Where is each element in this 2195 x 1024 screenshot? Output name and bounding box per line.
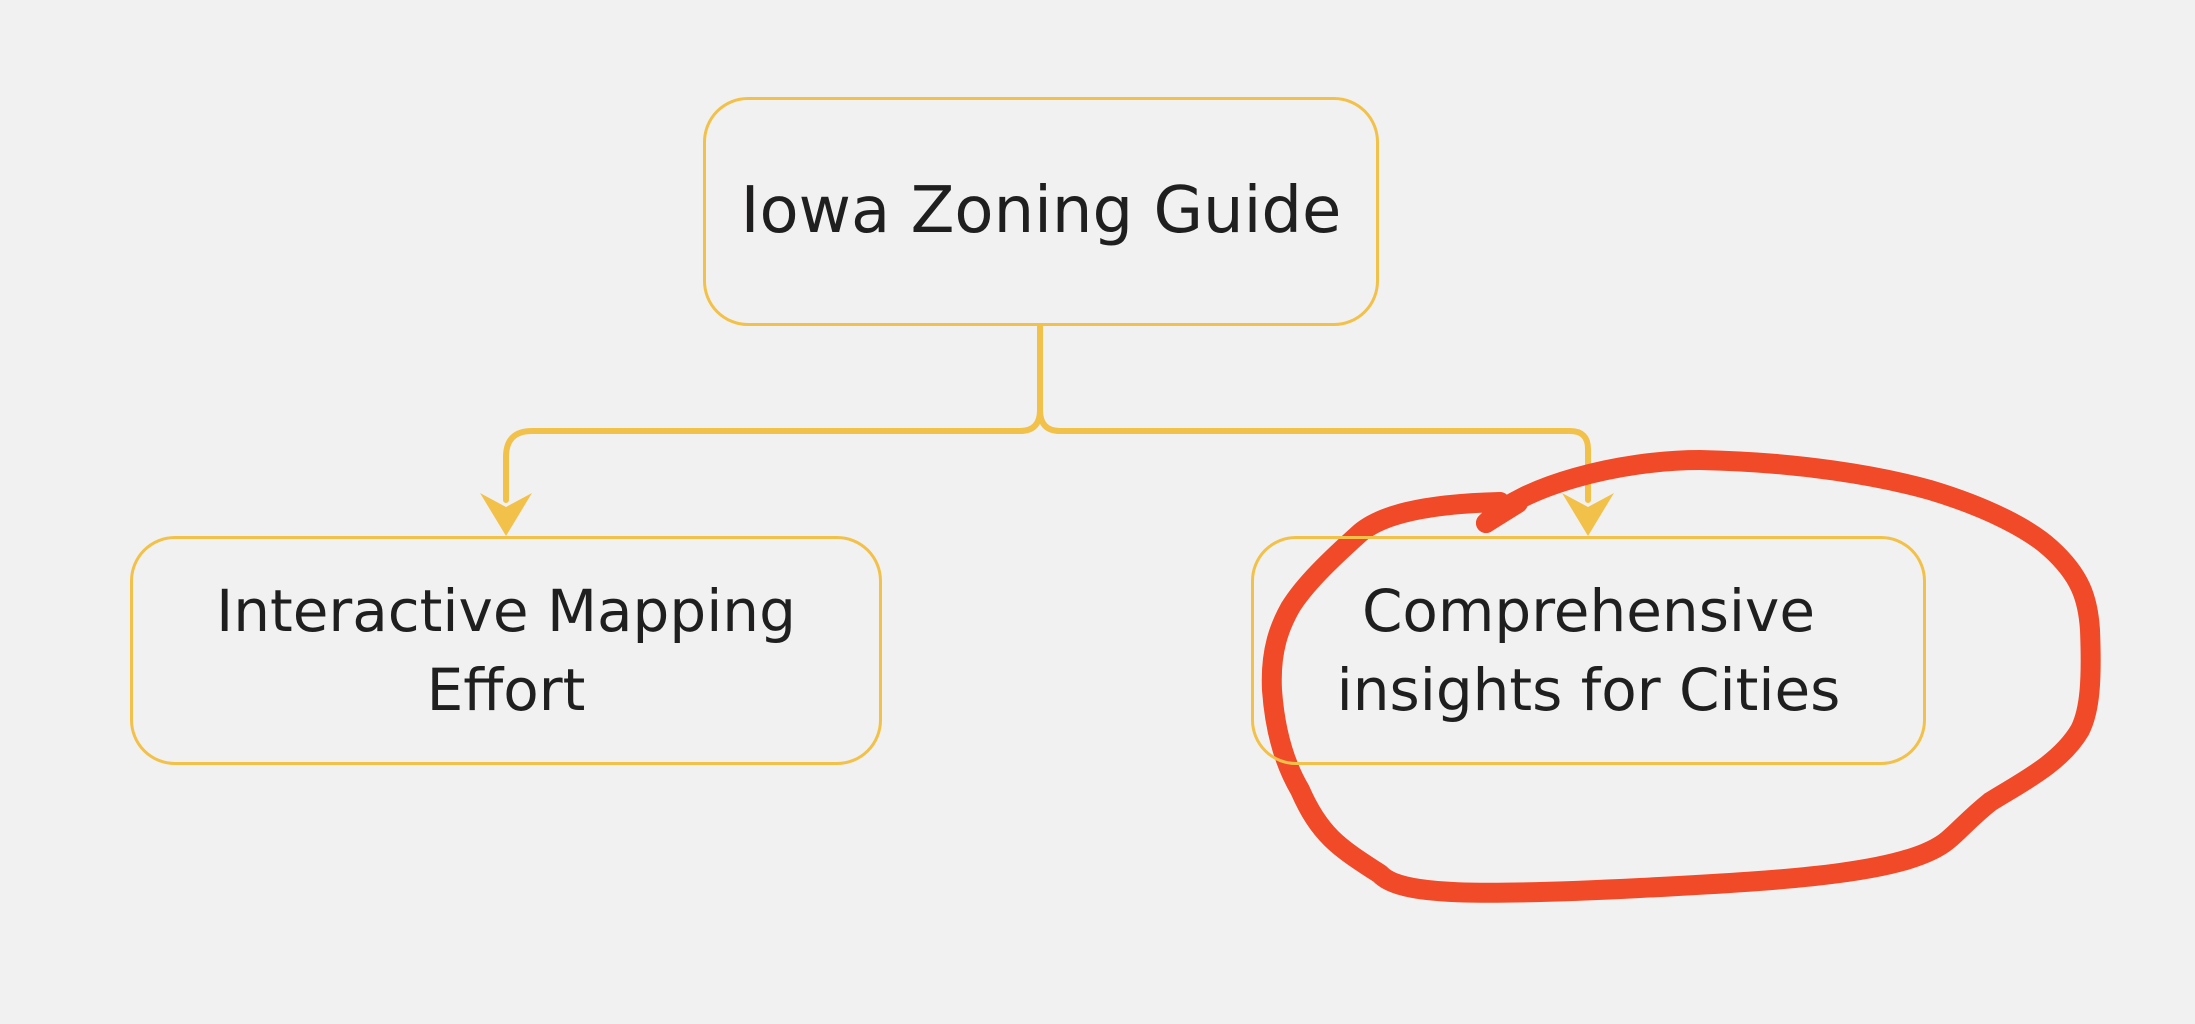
node-comprehensive-insights[interactable]: Comprehensive insights for Cities [1251,536,1926,765]
arrowhead-right [1562,493,1614,536]
node-right-label: Comprehensive insights for Cities [1336,577,1841,724]
connector-root-stem [503,323,1043,503]
connectors [503,323,1591,503]
arrowheads [480,493,1614,536]
connector-root-right [1037,407,1591,503]
node-root-label: Iowa Zoning Guide [740,174,1342,249]
node-interactive-mapping-effort[interactable]: Interactive Mapping Effort [130,536,882,765]
arrowhead-left [480,493,532,536]
node-root-iowa-zoning-guide[interactable]: Iowa Zoning Guide [703,97,1379,326]
node-left-label: Interactive Mapping Effort [216,577,796,724]
annotation-circle [1261,450,2101,903]
